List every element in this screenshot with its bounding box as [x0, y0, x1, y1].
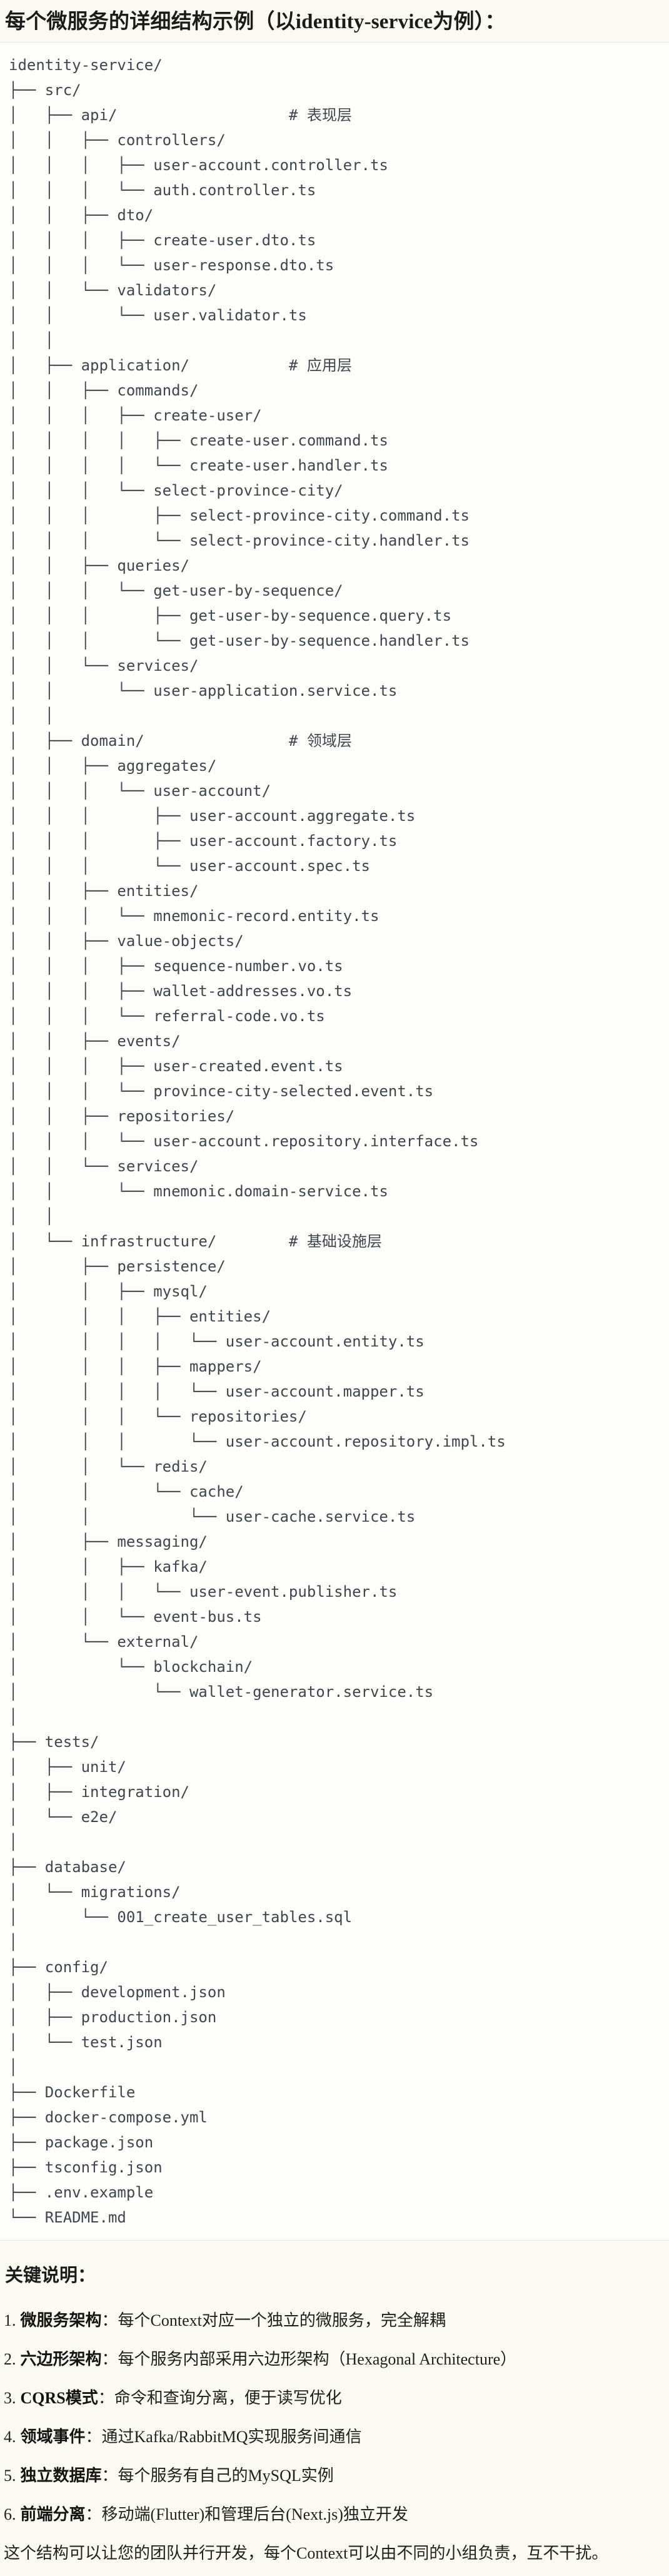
item-label: 微服务架构 [20, 2311, 102, 2329]
item-number: 3. [4, 2388, 16, 2407]
closing-paragraph: 这个结构可以让您的团队并行开发，每个Context可以由不同的小组负责，互不干扰… [4, 2543, 608, 2562]
list-item: 6.前端分离：移动端(Flutter)和管理后台(Next.js)独立开发 [4, 2503, 663, 2526]
list-item: 1.微服务架构：每个Context对应一个独立的微服务，完全解耦 [4, 2309, 663, 2332]
item-text: 命令和查询分离，便于读写优化 [114, 2388, 342, 2407]
list-item: 4.领域事件：通过Kafka/RabbitMQ实现服务间通信 [4, 2426, 663, 2448]
item-number: 2. [4, 2349, 16, 2368]
item-separator: ： [101, 2349, 118, 2368]
item-number: 4. [4, 2427, 16, 2446]
item-separator: ： [101, 2466, 118, 2485]
item-label: CQRS模式 [20, 2388, 98, 2407]
code-block: identity-service/ ├── src/ │ ├── api/ # … [0, 41, 669, 2241]
item-number: 1. [4, 2311, 16, 2329]
item-label: 前端分离 [20, 2505, 86, 2523]
item-label: 独立数据库 [20, 2466, 102, 2485]
page-title: 每个微服务的详细结构示例（以identity-service为例）： [5, 11, 506, 33]
item-separator: ： [98, 2388, 114, 2407]
item-text: 通过Kafka/RabbitMQ实现服务间通信 [101, 2427, 362, 2446]
list-item: 2.六边形架构：每个服务内部采用六边形架构（Hexagonal Architec… [4, 2348, 663, 2371]
item-label: 领域事件 [20, 2427, 86, 2446]
item-text: 移动端(Flutter)和管理后台(Next.js)独立开发 [101, 2505, 408, 2523]
notes-list: 1.微服务架构：每个Context对应一个独立的微服务，完全解耦 2.六边形架构… [4, 2309, 663, 2526]
item-number: 6. [4, 2505, 16, 2523]
item-separator: ： [85, 2427, 102, 2446]
directory-tree: identity-service/ ├── src/ │ ├── api/ # … [9, 56, 506, 2226]
item-text: 每个服务有自己的MySQL实例 [118, 2466, 334, 2485]
item-label: 六边形架构 [20, 2349, 102, 2368]
header: 每个微服务的详细结构示例（以identity-service为例）： [0, 0, 669, 42]
item-separator: ： [85, 2505, 102, 2523]
item-number: 5. [4, 2466, 16, 2485]
list-item: 3.CQRS模式：命令和查询分离，便于读写优化 [4, 2387, 663, 2410]
notes-heading: 关键说明： [5, 2265, 96, 2286]
item-separator: ： [101, 2311, 118, 2329]
notes-section: 关键说明： 1.微服务架构：每个Context对应一个独立的微服务，完全解耦 2… [0, 2241, 669, 2565]
item-text: 每个服务内部采用六边形架构（Hexagonal Architecture） [118, 2349, 517, 2368]
item-text: 每个Context对应一个独立的微服务，完全解耦 [118, 2311, 446, 2329]
list-item: 5.独立数据库：每个服务有自己的MySQL实例 [4, 2465, 663, 2487]
